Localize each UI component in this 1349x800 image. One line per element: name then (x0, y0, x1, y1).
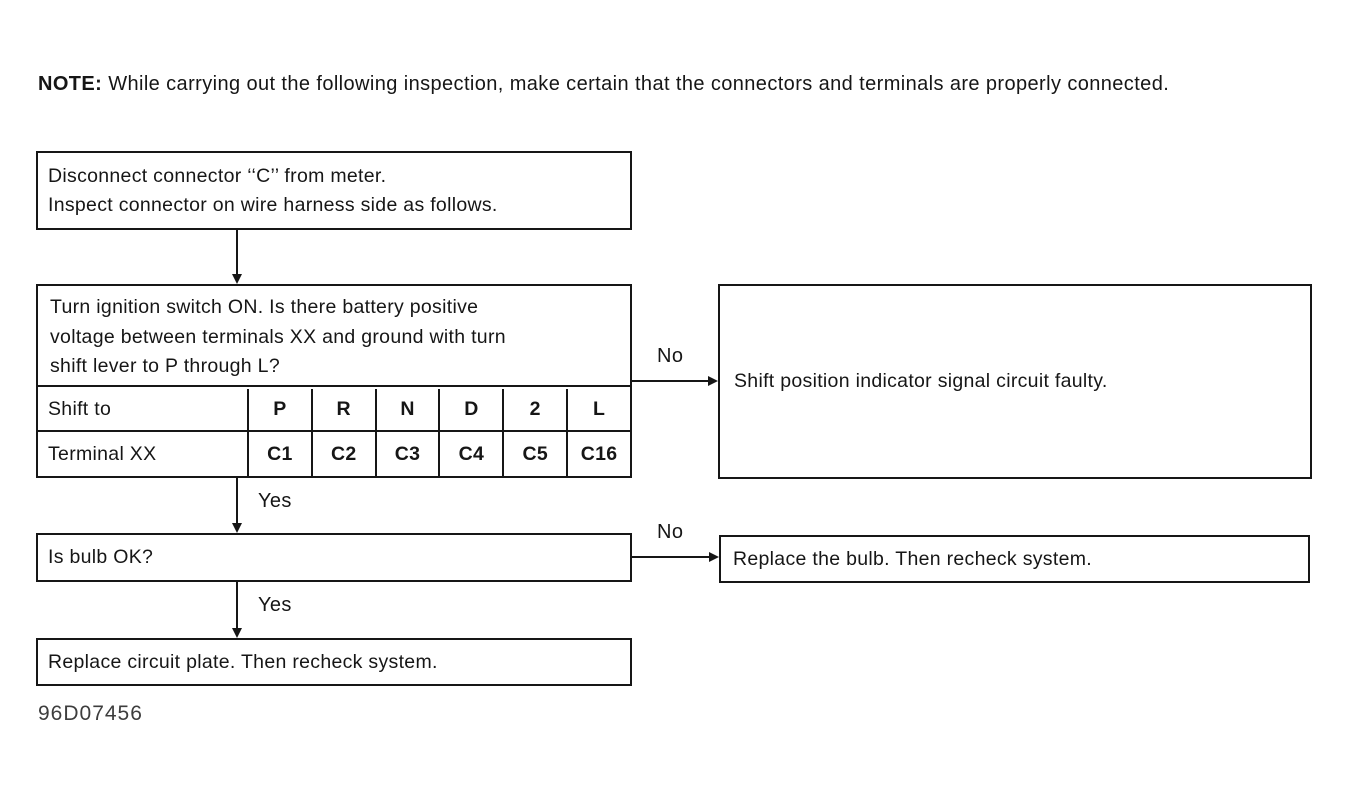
step2-question: Turn ignition switch ON. Is there batter… (38, 286, 630, 387)
note-label: NOTE: (38, 73, 103, 95)
figure-code: 96D07456 (38, 702, 143, 725)
table-cell: L (566, 389, 630, 430)
note-body: While carrying out the following inspect… (108, 73, 1170, 95)
arrow-right-icon (708, 376, 718, 386)
terminal-table: Shift to P R N D 2 L Terminal XX C1 C2 C… (38, 389, 630, 476)
arrow-down-icon (232, 628, 242, 638)
no-connector-line-1 (632, 380, 710, 382)
step2-question-line3: shift lever to P through L? (50, 355, 280, 377)
step-bulb-check-box: Is bulb OK? (36, 533, 632, 582)
connector-line-2 (236, 477, 238, 523)
table-cell: 2 (502, 389, 566, 430)
result-signal-circuit-faulty-text: Shift position indicator signal circuit … (734, 370, 1108, 392)
arrow-down-icon (232, 274, 242, 284)
step3-question-text: Is bulb OK? (48, 546, 154, 568)
arrow-down-icon (232, 523, 242, 533)
note-text: NOTE: While carrying out the following i… (38, 70, 1306, 99)
step2-question-line2: voltage between terminals XX and ground … (50, 325, 506, 348)
connector-line-1 (236, 230, 238, 276)
table-row-header: Terminal XX (38, 430, 247, 476)
step1-line2: Inspect connector on wire harness side a… (48, 194, 498, 216)
result-replace-circuit-plate-box: Replace circuit plate. Then recheck syst… (36, 638, 632, 686)
table-row-header: Shift to (48, 398, 112, 420)
no-label-1: No (657, 345, 684, 367)
table-cell: C2 (310, 430, 375, 476)
step1-line1: Disconnect connector ‘‘C’’ from meter. (48, 165, 387, 187)
table-cell: C16 (566, 430, 630, 476)
step-disconnect-connector-box: Disconnect connector ‘‘C’’ from meter. I… (36, 151, 632, 230)
table-cell: C5 (502, 430, 567, 476)
result-replace-bulb-box: Replace the bulb. Then recheck system. (719, 535, 1310, 583)
result-replace-circuit-plate-text: Replace circuit plate. Then recheck syst… (48, 650, 438, 673)
result-replace-bulb-text: Replace the bulb. Then recheck system. (733, 547, 1092, 570)
result-signal-circuit-faulty-box: Shift position indicator signal circuit … (718, 284, 1312, 479)
table-cell: C4 (438, 430, 503, 476)
step-ignition-voltage-box: Turn ignition switch ON. Is there batter… (36, 284, 632, 478)
table-cell: C1 (247, 430, 311, 476)
yes-label-1: Yes (258, 490, 292, 512)
no-connector-line-2 (630, 556, 711, 558)
connector-line-3 (236, 581, 238, 629)
table-cell: D (438, 389, 502, 430)
arrow-right-icon (709, 552, 719, 562)
table-cell: R (310, 389, 375, 430)
step2-question-line1: Turn ignition switch ON. Is there batter… (50, 296, 479, 318)
yes-label-2: Yes (258, 594, 292, 616)
table-cell: N (374, 389, 439, 430)
table-cell: P (247, 389, 311, 430)
no-label-2: No (657, 521, 684, 543)
table-cell: C3 (374, 430, 439, 476)
